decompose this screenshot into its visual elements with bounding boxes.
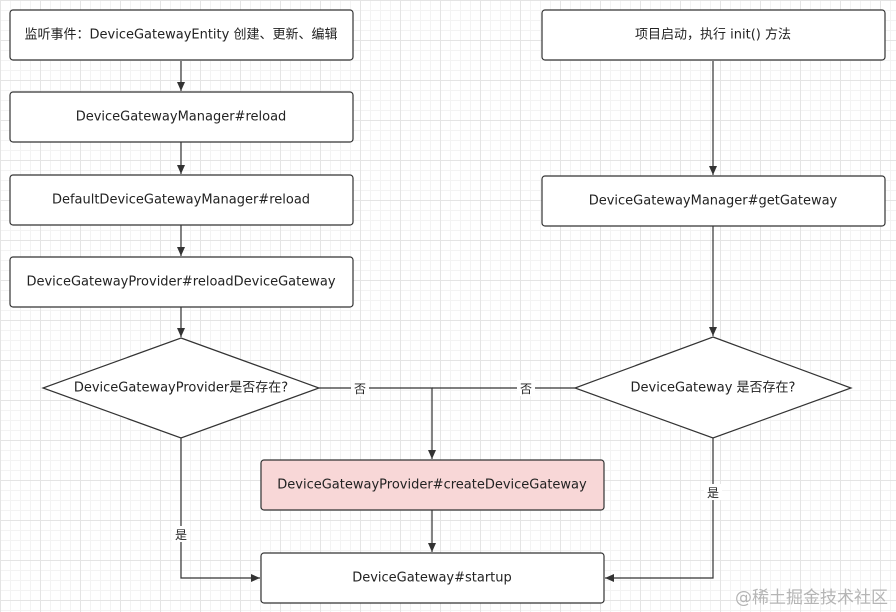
node-provider-reload: DeviceGatewayProvider#reloadDeviceGatewa… [9,256,354,308]
node-gateway-exists-decision: DeviceGateway 是否存在? [573,336,853,439]
node-gateway-exists-label: DeviceGateway 是否存在? [631,381,796,396]
edge-label-right-no: 否 [520,382,532,396]
node-create-gateway-label: DeviceGatewayProvider#createDeviceGatewa… [277,478,587,493]
edge-label-left-no: 否 [354,382,366,396]
node-default-manager-reload: DefaultDeviceGatewayManager#reload [9,174,354,226]
node-project-init-label: 项目启动，执行 init() 方法 [635,27,791,43]
node-gateway-startup-label: DeviceGateway#startup [352,571,512,586]
node-project-init: 项目启动，执行 init() 方法 [541,9,886,61]
node-listen-event: 监听事件：DeviceGatewayEntity 创建、更新、编辑 [9,9,354,61]
watermark: @稀土掘金技术社区 [735,588,888,608]
edge-label-right-yes: 是 [707,486,719,500]
edge-labels: 否 否 是 是 [172,380,722,542]
node-default-manager-reload-label: DefaultDeviceGatewayManager#reload [52,193,310,208]
edge-label-left-yes: 是 [175,528,187,542]
node-create-gateway: DeviceGatewayProvider#createDeviceGatewa… [260,459,605,511]
edge-left-yes [180,438,260,582]
node-provider-exists-label: DeviceGatewayProvider是否存在? [74,381,288,396]
node-get-gateway-label: DeviceGatewayManager#getGateway [589,194,838,209]
node-get-gateway: DeviceGatewayManager#getGateway [541,175,886,227]
node-provider-reload-label: DeviceGatewayProvider#reloadDeviceGatewa… [26,275,335,290]
node-manager-reload: DeviceGatewayManager#reload [9,91,354,143]
node-listen-event-label: 监听事件：DeviceGatewayEntity 创建、更新、编辑 [25,27,338,43]
edge-right-yes [605,438,714,582]
node-gateway-startup: DeviceGateway#startup [260,552,605,604]
node-manager-reload-label: DeviceGatewayManager#reload [76,110,287,125]
node-provider-exists-decision: DeviceGatewayProvider是否存在? [41,337,321,439]
edge-left-no [319,387,436,459]
